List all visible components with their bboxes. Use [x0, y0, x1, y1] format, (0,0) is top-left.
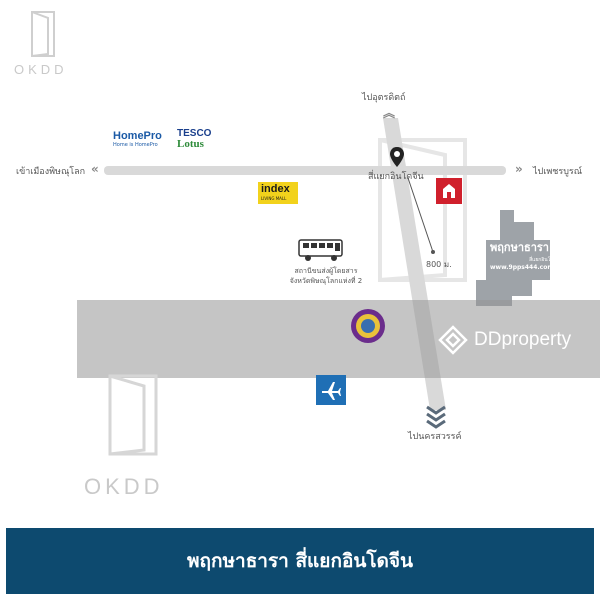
project-building-icon	[476, 210, 550, 306]
airport-icon	[316, 375, 346, 405]
bus-icon	[298, 239, 343, 261]
ddproperty-diamond-icon	[438, 325, 468, 355]
ddproperty-logo: DDproperty	[438, 325, 571, 355]
tesco-lotus-logo: TESCO Lotus	[177, 128, 212, 150]
watermark-text-large: OKDD	[84, 474, 164, 499]
ddproperty-text: DDproperty	[474, 329, 572, 350]
west-label: เข้าเมืองพิษณุโลก	[16, 167, 86, 177]
south-chevron-icon	[426, 405, 446, 429]
south-label: ไปนครสวรรค์	[408, 432, 462, 442]
junction-label: สี่แยกอินโดจีน	[368, 172, 424, 182]
homepro-logo: HomePro Home is HomePro	[113, 130, 162, 148]
title-banner: พฤกษาธารา สี่แยกอินโดจีน	[6, 528, 594, 594]
watermark-text: OKDD	[14, 62, 68, 77]
bus-station-label: สถานีขนส่งผู้โดยสาร จังหวัดพิษณุโลกแห่งท…	[289, 267, 363, 285]
horizontal-road	[104, 166, 506, 175]
door-logo-icon-large	[108, 374, 158, 456]
ddproperty-overlay	[77, 300, 600, 378]
north-label: ไปอุตรดิตถ์	[362, 93, 406, 103]
east-label: ไปเพชรบูรณ์	[533, 167, 583, 177]
watermark-bottom: OKDD	[84, 370, 194, 500]
north-chevron-icon: ︽	[383, 106, 396, 120]
university-seal-icon	[351, 309, 385, 343]
distance-label: 800 ม.	[426, 260, 452, 269]
distance-line	[407, 177, 434, 253]
banner-title: พฤกษาธารา สี่แยกอินโดจีน	[186, 550, 414, 572]
door-logo-icon	[31, 11, 55, 57]
project-label: พฤกษาธารา สี่แยกอินโดจีน www.9pps444.com	[490, 241, 560, 271]
index-living-mall-logo: index LIVING MALL	[258, 182, 298, 204]
west-chevron-icon: «	[91, 162, 99, 176]
watermark-top: OKDD	[14, 8, 74, 78]
east-chevron-icon: »	[515, 162, 523, 176]
location-pin-icon	[390, 147, 404, 167]
red-landmark-icon	[436, 178, 462, 204]
